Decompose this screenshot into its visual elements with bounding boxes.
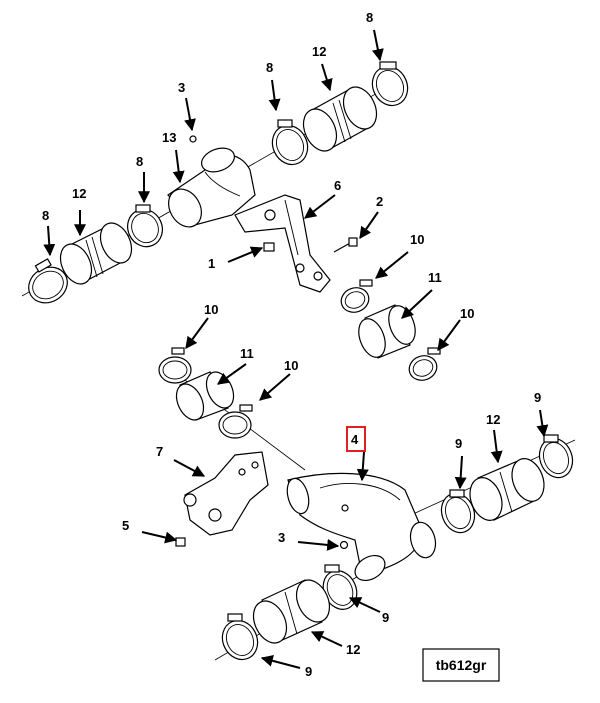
callout-label: 8 — [366, 10, 373, 25]
callout-label: 10 — [460, 306, 474, 321]
bracket-lower — [183, 451, 269, 536]
hose-upper-left — [59, 222, 133, 285]
callout-label: 7 — [156, 444, 163, 459]
callout-label: 3 — [178, 80, 185, 95]
elbow-tube-upper — [167, 135, 256, 228]
clamp-upper-top-right — [371, 61, 409, 107]
callout-label: 6 — [334, 178, 341, 193]
callout-label: 9 — [382, 610, 389, 625]
leader-arrows — [43, 29, 549, 669]
callout-label-highlighted: 4 — [351, 432, 359, 447]
clamp-upper-right-10b — [408, 347, 441, 381]
callout-label: 9 — [534, 390, 541, 405]
bracket-upper — [234, 194, 331, 293]
callout-label: 8 — [136, 154, 143, 169]
clamp-upper-mid — [271, 119, 309, 166]
lower-assembly — [158, 347, 576, 661]
callout-label: 10 — [204, 302, 218, 317]
highlighted-callout: 4 — [346, 426, 366, 452]
hose-lower-bottom — [252, 579, 331, 644]
clamp-lower-9d — [221, 613, 259, 661]
clamp-upper-far-left — [28, 258, 68, 304]
hose-lower-right — [469, 458, 545, 521]
callout-label: 1 — [208, 256, 215, 271]
reference-tag: tb612gr — [422, 648, 500, 682]
clamp-lower-10a — [158, 347, 192, 384]
clamp-upper-right-10a — [340, 279, 373, 313]
nut-upper — [263, 242, 275, 252]
upper-assembly — [21, 61, 441, 381]
callout-label: 12 — [346, 642, 360, 657]
callout-labels: 8 12 8 3 13 8 6 12 2 8 1 10 11 10 10 11 … — [42, 10, 541, 679]
y-pipe — [286, 472, 437, 582]
callout-label: 8 — [266, 60, 273, 75]
callout-label: 10 — [284, 358, 298, 373]
clamp-lower-9c — [322, 564, 358, 610]
callout-label: 12 — [72, 186, 86, 201]
nut-lower — [339, 540, 349, 550]
callout-label: 9 — [305, 664, 312, 679]
callout-label: 5 — [122, 518, 129, 533]
callout-label: 3 — [278, 530, 285, 545]
clamp-upper-left-mid — [127, 204, 163, 248]
callout-label: 12 — [312, 44, 326, 59]
callout-label: 12 — [486, 412, 500, 427]
bolt-lower — [175, 537, 186, 547]
hose-upper-right — [302, 86, 378, 152]
callout-label: 9 — [455, 436, 462, 451]
reference-tag-text: tb612gr — [436, 657, 487, 673]
clamp-lower-9a — [440, 489, 476, 534]
callout-label: 10 — [410, 232, 424, 247]
clamp-lower-9b — [538, 434, 574, 479]
callout-label: 13 — [162, 130, 176, 145]
callout-label: 11 — [240, 346, 254, 361]
bolt-upper — [333, 237, 358, 253]
clamp-lower-10b — [218, 404, 253, 439]
callout-label: 2 — [376, 194, 383, 209]
callout-label: 11 — [428, 270, 442, 285]
callout-label: 8 — [42, 208, 49, 223]
